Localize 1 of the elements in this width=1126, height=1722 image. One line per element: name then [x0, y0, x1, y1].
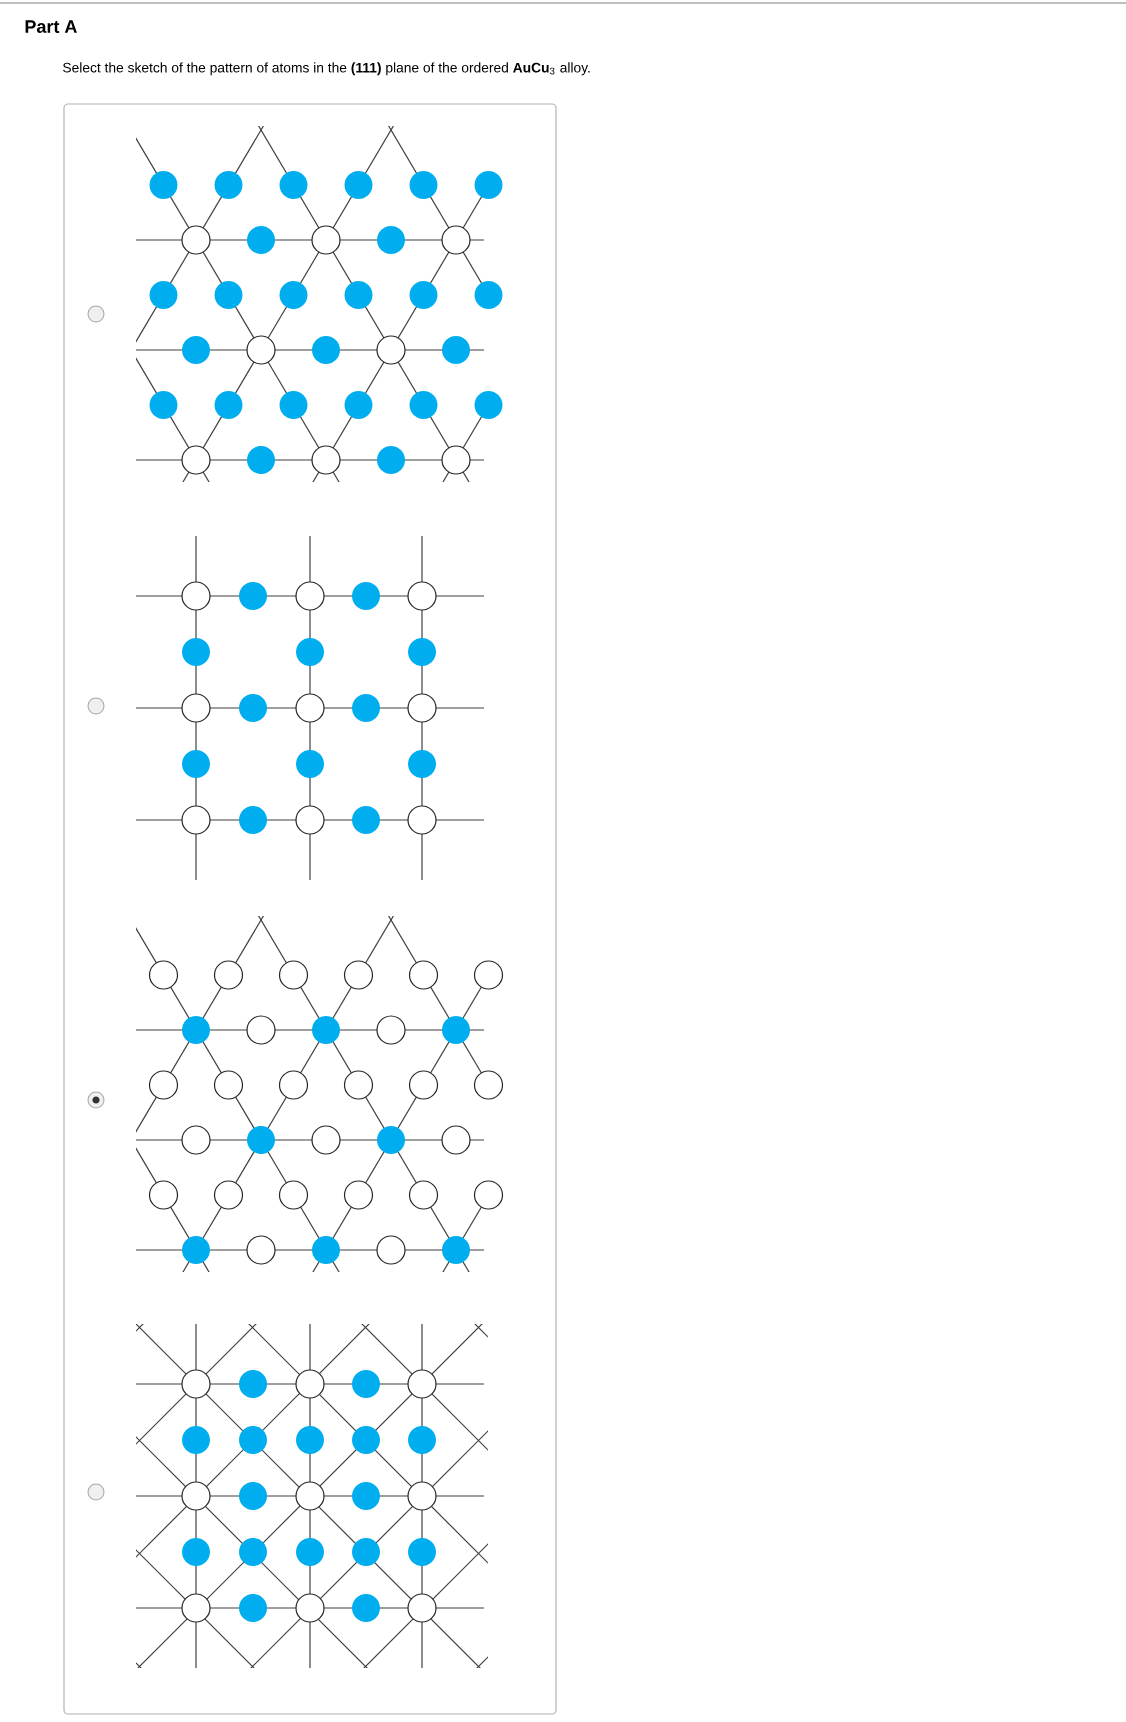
heading: Part A: [25, 20, 77, 33]
